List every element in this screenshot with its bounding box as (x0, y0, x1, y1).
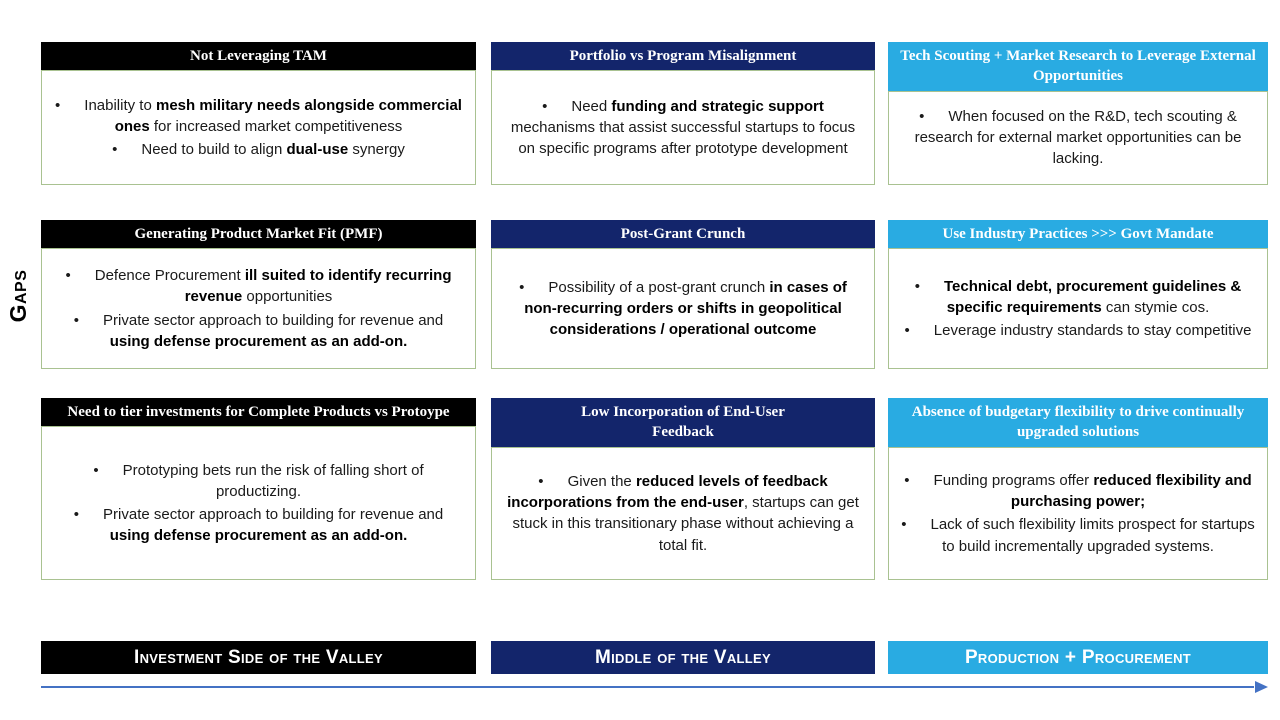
gap-card-title: Not Leveraging TAM (41, 42, 476, 71)
arrow-head-icon (1255, 681, 1268, 693)
gap-card-bullets: •Possibility of a post-grant crunch in c… (491, 248, 875, 369)
stage-bar-middle-of-valley: Middle of the Valley (491, 641, 875, 674)
gap-card-product-market-fit: Generating Product Market Fit (PMF) •Def… (41, 220, 476, 369)
gap-card-bullets: •Prototyping bets run the risk of fallin… (41, 426, 476, 580)
gap-card-bullets: •Defence Procurement ill suited to ident… (41, 248, 476, 369)
stage-bar-production-procurement: Production + Procurement (888, 641, 1268, 674)
gap-card-title: Use Industry Practices >>> Govt Mandate (888, 220, 1268, 249)
gap-card-title: Portfolio vs Program Misalignment (491, 42, 875, 71)
gap-card-tech-scouting: Tech Scouting + Market Research to Lever… (888, 42, 1268, 185)
stage-bar-investment-side: Investment Side of the Valley (41, 641, 476, 674)
gap-card-title: Need to tier investments for Complete Pr… (41, 398, 476, 427)
gap-card-portfolio-vs-program: Portfolio vs Program Misalignment •Need … (491, 42, 875, 185)
gap-card-bullets: •Technical debt, procurement guidelines … (888, 248, 1268, 369)
gap-card-bullets: •Need funding and strategic support mech… (491, 70, 875, 185)
gap-card-title: Generating Product Market Fit (PMF) (41, 220, 476, 249)
gap-card-bullets: •Given the reduced levels of feedback in… (491, 446, 875, 580)
gap-card-title: Absence of budgetary flexibility to driv… (888, 398, 1268, 447)
gap-card-bullets: •Funding programs offer reduced flexibil… (888, 446, 1268, 580)
gaps-axis-label: Gaps (4, 269, 31, 323)
gap-card-post-grant-crunch: Post-Grant Crunch •Possibility of a post… (491, 220, 875, 369)
timeline-arrow (41, 681, 1268, 693)
gap-card-not-leveraging-tam: Not Leveraging TAM •Inability to mesh mi… (41, 42, 476, 185)
arrow-line (41, 686, 1254, 688)
gap-card-industry-practices: Use Industry Practices >>> Govt Mandate … (888, 220, 1268, 369)
gap-card-budgetary-flexibility: Absence of budgetary flexibility to driv… (888, 398, 1268, 580)
gap-card-tier-investments: Need to tier investments for Complete Pr… (41, 398, 476, 580)
stage-bar-label: Middle of the Valley (594, 646, 771, 668)
gap-card-end-user-feedback: Low Incorporation of End-User Feedback •… (491, 398, 875, 580)
gap-card-bullets: •Inability to mesh military needs alongs… (41, 70, 476, 185)
stage-bar-label: Investment Side of the Valley (134, 646, 383, 668)
gap-card-title: Post-Grant Crunch (491, 220, 875, 249)
gap-card-bullets: •When focused on the R&D, tech scouting … (888, 90, 1268, 185)
stage-bar-label: Production + Procurement (964, 646, 1192, 668)
gap-card-title: Tech Scouting + Market Research to Lever… (888, 42, 1268, 91)
gap-card-title: Low Incorporation of End-User Feedback (491, 398, 875, 447)
